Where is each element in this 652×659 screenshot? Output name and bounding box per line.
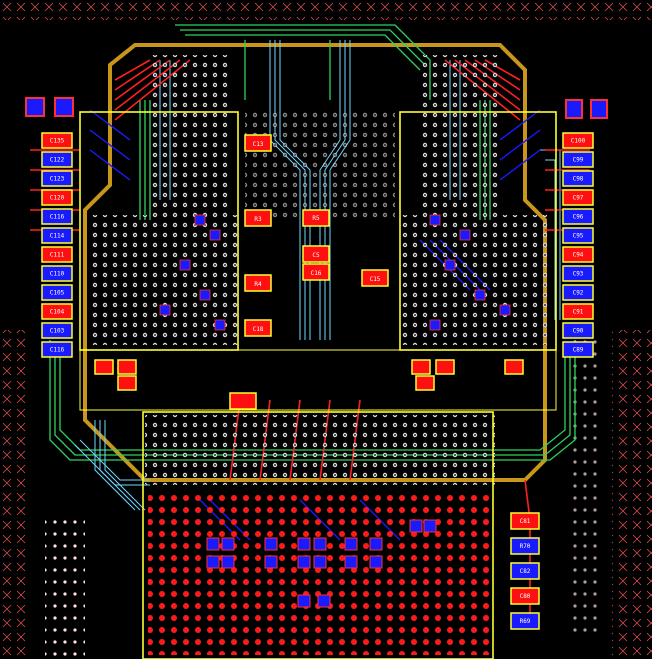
center-components[interactable]: R5 C5 C16 C15 R3 R4 C18 C13 bbox=[94, 134, 524, 410]
left-component-column bbox=[25, 97, 74, 117]
left-cap-pad-8[interactable] bbox=[41, 284, 73, 301]
right-cap-label-2: C98 bbox=[573, 176, 584, 183]
br-comp-pad-3[interactable] bbox=[510, 587, 540, 605]
right-cap-label-8: C92 bbox=[573, 290, 584, 297]
left-cap-label-5: C114 bbox=[50, 233, 65, 240]
left-cap-label-1: C122 bbox=[50, 157, 65, 164]
left-cap-label-11: C116 bbox=[50, 347, 65, 354]
right-cap-pad-4[interactable] bbox=[562, 208, 594, 225]
component-c18-label: C18 bbox=[253, 326, 264, 333]
right-cap-pad-9[interactable] bbox=[562, 303, 594, 320]
left-cap-pad-7[interactable] bbox=[41, 265, 73, 282]
right-cap-pad-10[interactable] bbox=[562, 322, 594, 339]
component-c5-label: C5 bbox=[312, 252, 320, 259]
right-cap-pad-1[interactable] bbox=[562, 151, 594, 168]
right-cap-label-0: C100 bbox=[571, 138, 586, 145]
right-cap-label-1: C99 bbox=[573, 157, 584, 164]
lower-bga-vias bbox=[145, 415, 495, 485]
left-cap-label-10: C103 bbox=[50, 328, 65, 335]
component-c15-label: C15 bbox=[370, 276, 381, 283]
right-cap-label-11: C89 bbox=[573, 347, 584, 354]
left-cap-pad-5[interactable] bbox=[41, 227, 73, 244]
component-r3[interactable] bbox=[244, 209, 272, 227]
left-cap-label-2: C123 bbox=[50, 176, 65, 183]
br-comp-label-4: R69 bbox=[520, 618, 531, 625]
component-r4[interactable] bbox=[244, 274, 272, 292]
right-cap-label-3: C97 bbox=[573, 195, 584, 202]
bga-decoupling-pads[interactable] bbox=[206, 519, 437, 608]
right-cap-label-6: C94 bbox=[573, 252, 584, 259]
right-cap-pad-6[interactable] bbox=[562, 246, 594, 263]
br-comp-label-1: R70 bbox=[520, 543, 531, 550]
right-top-pads bbox=[565, 99, 608, 119]
left-cap-pad-1[interactable] bbox=[41, 151, 73, 168]
right-cap-label-10: C90 bbox=[573, 328, 584, 335]
right-x-marks bbox=[612, 330, 652, 659]
component-r5-label: R5 bbox=[312, 215, 320, 222]
component-r5[interactable] bbox=[302, 209, 330, 227]
right-cap-pad-0[interactable] bbox=[562, 132, 594, 149]
left-cap-label-9: C104 bbox=[50, 309, 65, 316]
left-cap-pad-3[interactable] bbox=[41, 189, 73, 206]
right-cap-label-9: C91 bbox=[573, 309, 584, 316]
left-cap-pad-6[interactable] bbox=[41, 246, 73, 263]
left-cap-label-3: C120 bbox=[50, 195, 65, 202]
component-c18[interactable] bbox=[244, 319, 272, 337]
left-connector-vias bbox=[150, 55, 230, 215]
right-cap-label-4: C96 bbox=[573, 214, 584, 221]
left-cap-pad-0[interactable] bbox=[41, 132, 73, 149]
component-c13-label: C13 bbox=[253, 141, 264, 148]
component-c5[interactable] bbox=[302, 245, 330, 263]
center-vias bbox=[245, 110, 395, 220]
br-comp-pad-2[interactable] bbox=[510, 562, 540, 580]
br-comp-label-3: C80 bbox=[520, 593, 531, 600]
component-r3-label: R3 bbox=[254, 216, 262, 223]
inner-green-traces bbox=[49, 24, 576, 461]
left-cap-label-4: C116 bbox=[50, 214, 65, 221]
component-c16-label: C16 bbox=[311, 270, 322, 277]
br-comp-pad-1[interactable] bbox=[510, 537, 540, 555]
left-cap-pad-11[interactable] bbox=[41, 341, 73, 358]
right-bga-vias bbox=[400, 215, 550, 345]
left-bga-blue-pads bbox=[159, 214, 226, 331]
left-dot-column bbox=[45, 520, 85, 659]
br-comp-pad-0[interactable] bbox=[510, 512, 540, 530]
right-cap-pad-7[interactable] bbox=[562, 265, 594, 282]
left-cap-label-6: C111 bbox=[50, 252, 65, 259]
br-comp-label-2: C82 bbox=[520, 568, 531, 575]
br-comp-pad-4[interactable] bbox=[510, 612, 540, 630]
silkscreen-outlines bbox=[79, 111, 557, 659]
left-capacitor-column[interactable]: C135C122C123C120C116C114C111C110C105C104… bbox=[41, 132, 73, 358]
left-cap-label-7: C110 bbox=[50, 271, 65, 278]
left-cap-label-8: C105 bbox=[50, 290, 65, 297]
left-cap-label-0: C135 bbox=[50, 138, 65, 145]
right-cap-pad-8[interactable] bbox=[562, 284, 594, 301]
right-cap-pad-11[interactable] bbox=[562, 341, 594, 358]
br-comp-label-0: C81 bbox=[520, 518, 531, 525]
right-cap-label-5: C95 bbox=[573, 233, 584, 240]
left-cap-pad-2[interactable] bbox=[41, 170, 73, 187]
right-bga-blue-pads bbox=[429, 214, 511, 331]
left-cap-pad-9[interactable] bbox=[41, 303, 73, 320]
right-cap-pad-2[interactable] bbox=[562, 170, 594, 187]
component-c15[interactable] bbox=[361, 269, 389, 287]
left-x-marks bbox=[0, 330, 30, 659]
component-u1-small[interactable] bbox=[229, 392, 257, 410]
left-cap-pad-10[interactable] bbox=[41, 322, 73, 339]
component-r4-label: R4 bbox=[254, 281, 262, 288]
component-c16[interactable] bbox=[302, 263, 330, 281]
right-cap-pad-3[interactable] bbox=[562, 189, 594, 206]
right-cap-pad-5[interactable] bbox=[562, 227, 594, 244]
right-cap-label-7: C93 bbox=[573, 271, 584, 278]
right-connector-vias bbox=[420, 55, 500, 215]
bga-pad-field[interactable] bbox=[148, 490, 490, 655]
top-x-marks bbox=[0, 0, 652, 20]
component-c13[interactable] bbox=[244, 134, 272, 152]
left-cap-pad-4[interactable] bbox=[41, 208, 73, 225]
